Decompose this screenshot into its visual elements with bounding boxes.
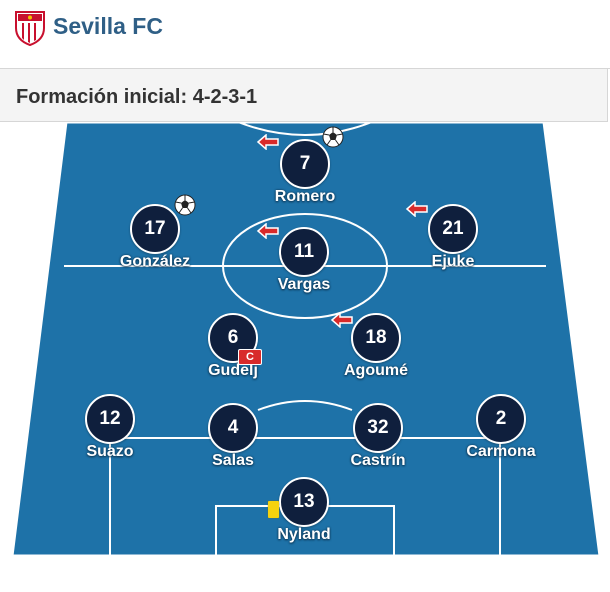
player-name: Suazo [86, 443, 134, 460]
player-name: Carmona [466, 443, 536, 460]
yellow-card-icon [268, 501, 279, 518]
substitution-arrow-icon [256, 223, 279, 239]
pitch: 7 Romero 17 González 11 Vargas 21 Ejuke … [0, 122, 610, 592]
player-number: 13 [279, 477, 329, 527]
player-number: 12 [85, 394, 135, 444]
player-name: Agoumé [344, 362, 408, 379]
formation-title: Formación inicial: 4-2-3-1 [16, 86, 258, 108]
captain-badge-icon: C [238, 349, 262, 365]
substitution-arrow-icon [330, 312, 353, 328]
player-number: 17 [130, 204, 180, 254]
team-header: Sevilla FC [0, 0, 610, 69]
team-name[interactable]: Sevilla FC [53, 13, 163, 39]
player-number: 32 [353, 403, 403, 453]
player-name: Nyland [277, 526, 331, 543]
goal-ball-icon [322, 126, 344, 148]
player-number: 18 [351, 313, 401, 363]
player-number: 21 [428, 204, 478, 254]
substitution-arrow-icon [256, 134, 279, 150]
player-name: Castrín [350, 452, 406, 469]
player-name: Vargas [277, 276, 331, 293]
sevilla-crest-icon [15, 11, 45, 46]
player-name: González [119, 253, 191, 270]
player-number: 4 [208, 403, 258, 453]
player-name: Romero [274, 188, 336, 205]
substitution-arrow-icon [405, 201, 428, 217]
player-number: 7 [280, 139, 330, 189]
player-name: Gudelj [208, 362, 258, 379]
player-number: 2 [476, 394, 526, 444]
formation-header: Formación inicial: 4-2-3-1 [0, 68, 608, 122]
player-name: Salas [212, 452, 254, 469]
goal-ball-icon [174, 194, 196, 216]
player-name: Ejuke [431, 253, 475, 270]
player-number: 11 [279, 227, 329, 277]
